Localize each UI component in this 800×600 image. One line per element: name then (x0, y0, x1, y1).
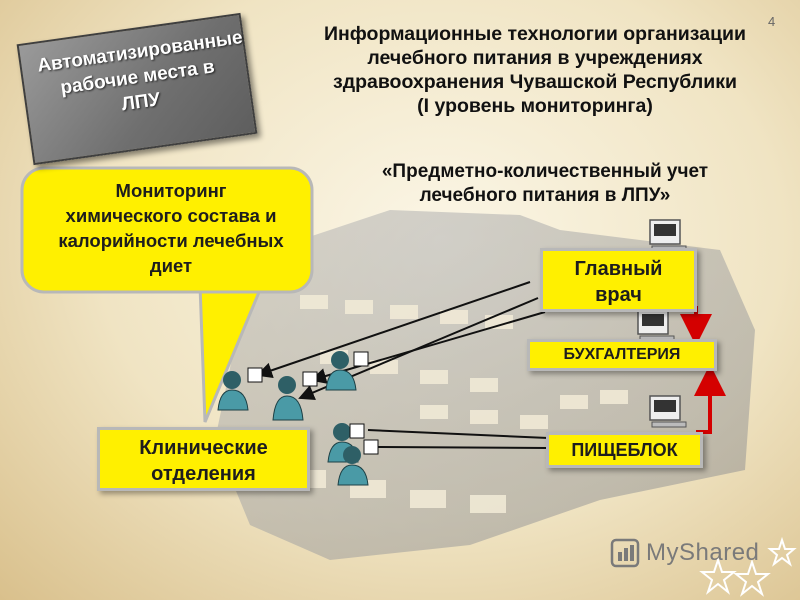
callout-text: Мониторинг химического состава и калорий… (32, 178, 310, 278)
worker-icon (217, 367, 263, 411)
subtitle-line: «Предметно-количественный учет (381, 161, 709, 182)
computer-icon (649, 395, 687, 428)
title-line: лечебного питания в учреждениях (367, 47, 703, 69)
box-label: врач (595, 284, 642, 306)
box-label: БУХГАЛТЕРИЯ (563, 346, 681, 363)
food-unit-box: ПИЩЕБЛОК (546, 432, 703, 468)
worker-icon (337, 439, 379, 486)
title-line: (I уровень мониторинга) (417, 95, 653, 117)
box-label: отделения (151, 463, 256, 485)
watermark: MyShared (646, 539, 760, 566)
slide-title: Информационные технологии организации ле… (280, 22, 790, 118)
box-label: Клинические (139, 437, 268, 459)
worker-icon (325, 351, 369, 391)
title-line: Информационные технологии организации (323, 23, 747, 45)
box-label: ПИЩЕБЛОК (571, 440, 678, 460)
callout-line: калорийности лечебных (58, 230, 284, 251)
slide-subtitle: «Предметно-количественный учет лечебного… (330, 160, 760, 208)
callout-bubble (20, 166, 314, 294)
worker-icon (272, 371, 318, 421)
computer-icon (649, 219, 687, 252)
page-number: 4 (768, 14, 776, 29)
callout-line: Мониторинг (115, 180, 227, 201)
box-label: Главный (574, 258, 663, 280)
myshared-logo-icon (610, 538, 640, 568)
star-icon (699, 536, 797, 597)
clinical-departments-box: Клинические отделения (97, 427, 310, 491)
subtitle-line: лечебного питания в ЛПУ» (419, 185, 671, 206)
accounting-box: БУХГАЛТЕРИЯ (527, 339, 717, 371)
chief-doctor-box: Главный врач (540, 248, 697, 312)
callout-line: химического состава и (65, 205, 277, 226)
computer-icon (637, 309, 675, 342)
title-line: здравоохранения Чувашской Республики (333, 71, 737, 93)
callout-line: диет (149, 255, 193, 276)
